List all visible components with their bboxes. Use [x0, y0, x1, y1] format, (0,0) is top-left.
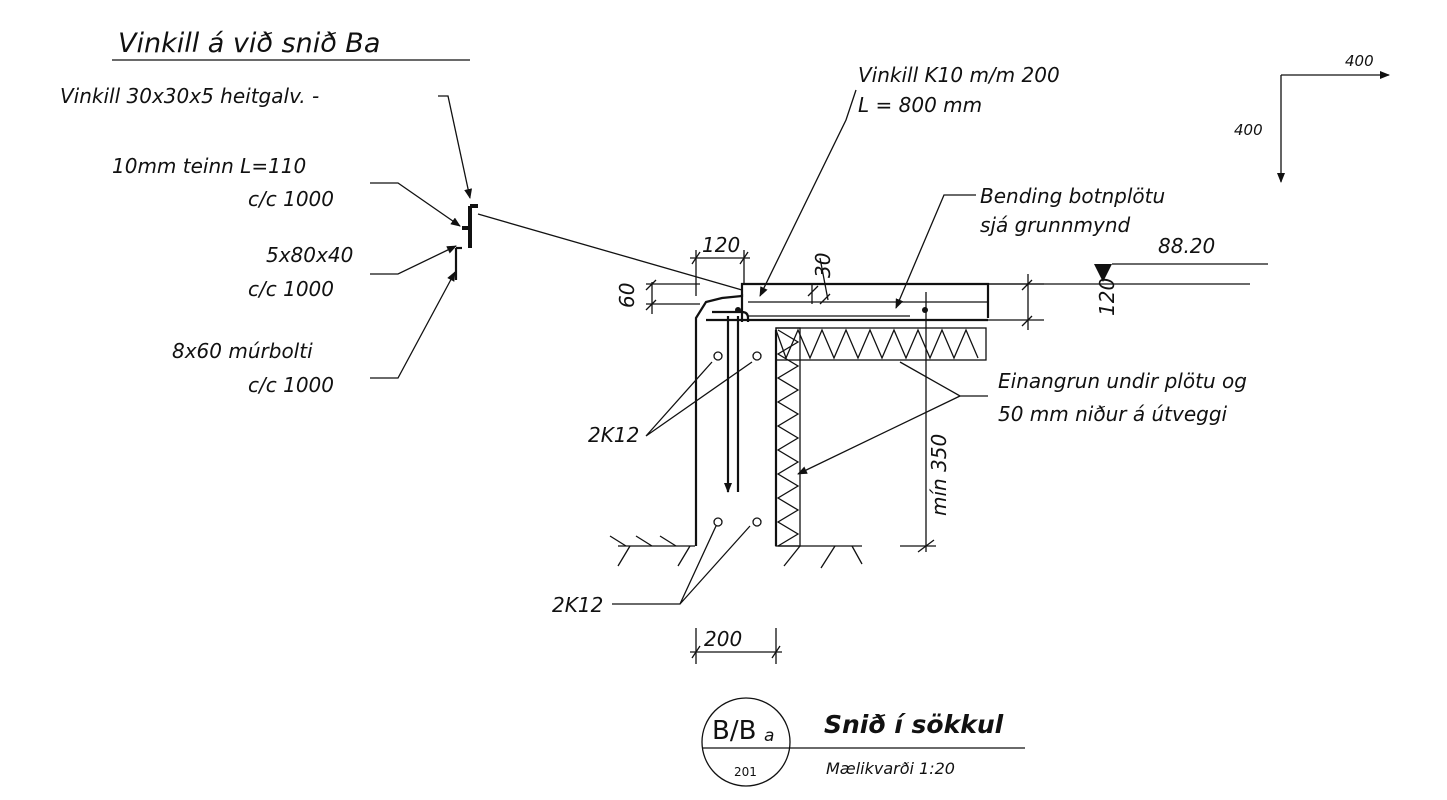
direction-arrows: 400 400 [1234, 52, 1390, 183]
sheet-number: 201 [734, 765, 757, 779]
arrow-label-vertical: 400 [1234, 121, 1263, 139]
dim-120-top: 120 [690, 233, 750, 296]
bolt-label-1: 8x60 múrbolti [172, 339, 313, 363]
dim-30-text: 30 [811, 253, 835, 278]
plate-label-1: 5x80x40 [266, 243, 353, 267]
section-ref: B/B [712, 716, 756, 746]
rebar-dot [713, 517, 723, 527]
angle-leader [438, 95, 473, 199]
bending-note-2: sjá grunnmynd [980, 213, 1131, 237]
rebar-bottom-label: 2K12 [552, 593, 603, 617]
rebar-bottom-leader [612, 525, 751, 605]
dim-350: mín 350 [900, 292, 951, 553]
bolt-leader [370, 271, 456, 379]
dim-60-text: 60 [615, 283, 639, 308]
bending-note-leader [895, 194, 976, 309]
level-text: 88.20 [1158, 234, 1215, 258]
ground-line [609, 535, 863, 569]
insulation-leader-1 [899, 361, 988, 397]
bolt-label-2: c/c 1000 [248, 373, 334, 397]
rod-label-2: c/c 1000 [248, 187, 334, 211]
rebar-top-leader [645, 361, 753, 437]
rebar-dot [752, 351, 762, 361]
bending-note-1: Bending botnplötu [980, 184, 1165, 208]
angle-profile-icon [454, 204, 478, 280]
rod-label-1: 10mm teinn L=110 [112, 154, 306, 178]
dim-120-right: 120 [988, 274, 1119, 330]
insulation-note-2: 50 mm niður á útveggi [998, 402, 1228, 426]
slab-insulation [775, 327, 987, 361]
dim-120-top-text: 120 [702, 233, 740, 257]
angle-note-2: L = 800 mm [858, 93, 982, 117]
detail-title: Vinkill á við snið Ba [118, 28, 380, 59]
angle-note-1: Vinkill K10 m/m 200 [858, 63, 1060, 87]
detail-reference-line [477, 213, 743, 291]
drawing-scale: Mælikvarði 1:20 [826, 759, 955, 778]
rebar-dot [713, 351, 723, 361]
arrow-label-horizontal: 400 [1345, 52, 1374, 70]
plate-leader [370, 245, 457, 275]
rebar-dot [922, 307, 928, 313]
rebar-dot [752, 517, 762, 527]
angle-note-leader [759, 89, 857, 297]
insulation-leader-2 [797, 395, 961, 475]
wall-insulation [775, 327, 801, 547]
rod-leader [370, 182, 461, 227]
insulation-note-1: Einangrun undir plötu og [998, 369, 1247, 393]
level-marker: 88.20 [988, 234, 1268, 285]
title-block: B/B a 201 Snið í sökkul Mælikvarði 1:20 [701, 697, 1025, 787]
angle-label: Vinkill 30x30x5 heitgalv. - [60, 84, 319, 108]
rebar-dot [735, 307, 741, 313]
dim-350-text: mín 350 [927, 434, 951, 516]
dim-30: 30 [807, 253, 835, 305]
section-bubble [701, 697, 791, 787]
plate-label-2: c/c 1000 [248, 277, 334, 301]
wall-rebar [712, 294, 928, 527]
dim-200-text: 200 [704, 627, 742, 651]
section-ref-sub: a [764, 726, 774, 746]
dim-200: 200 [690, 627, 782, 664]
rebar-top-label: 2K12 [588, 423, 639, 447]
drawing-title: Snið í sökkul [824, 710, 1004, 739]
dim-60: 60 [615, 279, 700, 314]
